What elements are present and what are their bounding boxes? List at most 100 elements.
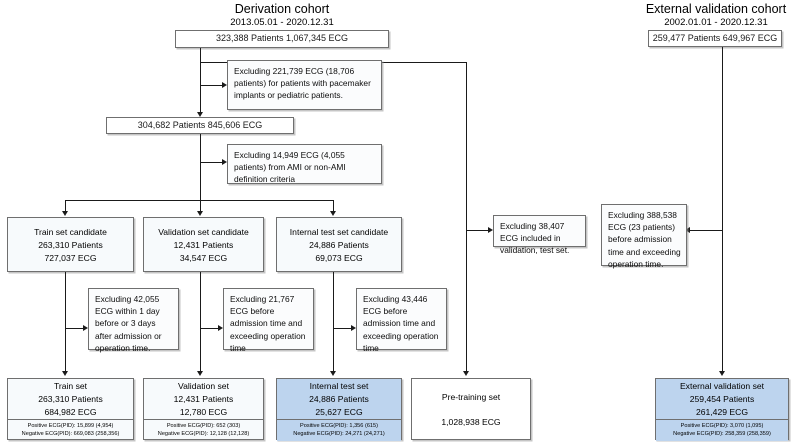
- arrow-to-pretraining-set: [462, 371, 469, 376]
- arrow-to-exclusion-2: [222, 158, 227, 165]
- arrow-to-validation-set: [196, 371, 203, 376]
- internal-test-set-footer: Positive ECG(PID): 1,356 (615) Negative …: [277, 419, 401, 441]
- external-validation-set-negative: Negative ECG(PID): 258,359 (258,359): [673, 431, 771, 438]
- external-validation-set-footer: Positive ECG(PID): 3,070 (1,095) Negativ…: [656, 419, 788, 441]
- connector-split-right: [333, 200, 334, 213]
- pre-training-set-body: Pre-training set 1,028,938 ECG: [412, 379, 530, 439]
- connector-train-exclusion: [65, 328, 85, 329]
- train-set-box: Train set 263,310 Patients 684,982 ECG P…: [7, 378, 134, 440]
- pre-training-set-box: Pre-training set 1,028,938 ECG: [411, 378, 531, 440]
- arrow-to-external-exclusion: [685, 226, 690, 233]
- train-set-candidate-box: Train set candidate 263,310 Patients 727…: [7, 217, 134, 272]
- internal-test-set-body: Internal test set 24,886 Patients 25,627…: [277, 379, 401, 419]
- arrow-to-exclusion-1: [222, 81, 227, 88]
- arrow-to-train-exclusion: [83, 324, 88, 331]
- internal-test-set-negative: Negative ECG(PID): 24,271 (24,271): [293, 431, 385, 438]
- exclusion-note-pacemaker-text: Excluding 221,739 ECG (18,706 patients) …: [234, 66, 371, 101]
- train-set-ecg: 684,982 ECG: [44, 407, 97, 417]
- connector-spine-1: [200, 62, 201, 114]
- external-cohort-title: External validation cohort: [645, 2, 787, 16]
- validation-set-footer: Positive ECG(PID): 652 (303) Negative EC…: [144, 419, 263, 441]
- exclusion-note-internal-test: Excluding 43,446 ECG before admission ti…: [356, 288, 447, 353]
- arrow-to-internal-test-set: [329, 371, 336, 376]
- derivation-root-box-label: 323,388 Patients 1,067,345 ECG: [215, 33, 349, 44]
- internal-test-set-patients: 24,886 Patients: [309, 394, 369, 404]
- train-set-footer: Positive ECG(PID): 15,899 (4,954) Negati…: [8, 419, 133, 441]
- validation-set-candidate-body: Validation set candidate 12,431 Patients…: [144, 218, 263, 271]
- connector-split-mid: [200, 200, 201, 213]
- external-validation-set-positive: Positive ECG(PID): 3,070 (1,095): [680, 423, 764, 429]
- exclusion-note-internal-test-text: Excluding 43,446 ECG before admission ti…: [363, 294, 439, 353]
- train-set-patients: 263,310 Patients: [38, 394, 103, 404]
- external-validation-set-title: External validation set: [679, 381, 765, 391]
- internal-test-set-candidate-ecg: 69,073 ECG: [315, 252, 363, 263]
- validation-set-candidate-box: Validation set candidate 12,431 Patients…: [143, 217, 264, 272]
- exclusion-note-validation: Excluding 21,767 ECG before admission ti…: [223, 288, 314, 353]
- connector-internal-test-down: [333, 272, 334, 374]
- internal-test-set-candidate-box: Internal test set candidate 24,886 Patie…: [276, 217, 402, 272]
- exclusion-note-train-text: Excluding 42,055 ECG within 1 day before…: [95, 294, 162, 353]
- derivation-second-box-label: 304,682 Patients 845,606 ECG: [137, 119, 263, 130]
- validation-set-ecg: 12,780 ECG: [179, 407, 228, 417]
- exclusion-note-external-text: Excluding 388,538 ECG (23 patients) befo…: [608, 210, 681, 269]
- connector-validation-down: [200, 272, 201, 374]
- connector-split-left: [65, 200, 66, 213]
- exclusion-note-ami: Excluding 14,949 ECG (4,055 patients) fr…: [227, 144, 382, 184]
- connector-external-exclusion: [690, 230, 722, 231]
- internal-test-set-title: Internal test set: [309, 381, 369, 391]
- arrow-to-internal-test-exclusion: [351, 324, 356, 331]
- internal-test-set-box: Internal test set 24,886 Patients 25,627…: [276, 378, 402, 441]
- arrow-to-train-set: [61, 371, 68, 376]
- arrow-to-second-box: [196, 112, 203, 117]
- arrow-to-internal-test-candidate: [329, 211, 336, 216]
- external-root-box: 259,477 Patients 649,967 ECG: [648, 30, 782, 47]
- connector-train-down: [65, 272, 66, 374]
- derivation-cohort-dates: 2013.05.01 - 2020.12.31: [230, 17, 334, 28]
- pre-training-set-ecg: 1,028,938 ECG: [441, 416, 501, 427]
- validation-set-candidate-patients: 12,431 Patients: [173, 239, 234, 250]
- train-set-candidate-patients: 263,310 Patients: [38, 239, 103, 250]
- internal-test-set-ecg: 25,627 ECG: [315, 407, 363, 417]
- exclusion-note-external: Excluding 388,538 ECG (23 patients) befo…: [601, 204, 687, 269]
- connector-external-spine: [722, 47, 723, 374]
- internal-test-set-candidate-title: Internal test set candidate: [289, 226, 389, 237]
- connector-three-way-split: [65, 200, 333, 201]
- train-set-candidate-title: Train set candidate: [34, 226, 107, 237]
- exclusion-note-pretraining: Excluding 38,407 ECG included in validat…: [493, 215, 586, 255]
- train-set-negative: Negative ECG(PID): 669,083 (258,356): [21, 431, 120, 438]
- exclusion-note-train: Excluding 42,055 ECG within 1 day before…: [88, 288, 179, 353]
- external-validation-set-box: External validation set 259,454 Patients…: [655, 378, 789, 441]
- connector-exclusion-2: [200, 162, 224, 163]
- validation-set-body: Validation set 12,431 Patients 12,780 EC…: [144, 379, 263, 419]
- derivation-second-box: 304,682 Patients 845,606 ECG: [106, 117, 294, 134]
- connector-pretraining-exclusion: [466, 230, 490, 231]
- train-set-title: Train set: [53, 381, 88, 391]
- external-validation-set-body: External validation set 259,454 Patients…: [656, 379, 788, 419]
- arrow-to-validation-exclusion: [218, 324, 223, 331]
- connector-exclusion-1: [200, 85, 224, 86]
- external-validation-set-patients: 259,454 Patients: [689, 394, 755, 404]
- validation-set-candidate-title: Validation set candidate: [158, 226, 249, 237]
- arrow-to-validation-candidate: [196, 211, 203, 216]
- connector-validation-exclusion: [200, 328, 220, 329]
- exclusion-note-pretraining-text: Excluding 38,407 ECG included in validat…: [500, 221, 570, 256]
- validation-set-patients: 12,431 Patients: [173, 394, 234, 404]
- connector-spine-2: [200, 134, 201, 200]
- train-set-candidate-ecg: 727,037 ECG: [44, 252, 97, 263]
- arrow-to-pretraining-exclusion: [488, 226, 493, 233]
- internal-test-set-candidate-body: Internal test set candidate 24,886 Patie…: [277, 218, 401, 271]
- exclusion-note-validation-text: Excluding 21,767 ECG before admission ti…: [230, 294, 306, 353]
- external-validation-set-ecg: 261,429 ECG: [695, 407, 749, 417]
- validation-set-negative: Negative ECG(PID): 12,128 (12,128): [157, 431, 250, 438]
- validation-set-positive: Positive ECG(PID): 652 (303): [166, 423, 241, 429]
- external-cohort-dates: 2002.01.01 - 2020.12.31: [664, 17, 768, 28]
- arrow-to-train-candidate: [61, 211, 68, 216]
- external-root-box-label: 259,477 Patients 649,967 ECG: [652, 32, 778, 43]
- internal-test-set-candidate-patients: 24,886 Patients: [309, 239, 369, 250]
- derivation-root-box: 323,388 Patients 1,067,345 ECG: [175, 30, 389, 48]
- train-set-positive: Positive ECG(PID): 15,899 (4,954): [27, 423, 114, 429]
- connector-pretraining-down: [466, 230, 467, 374]
- validation-set-box: Validation set 12,431 Patients 12,780 EC…: [143, 378, 264, 440]
- arrow-to-external-validation-set: [718, 371, 725, 376]
